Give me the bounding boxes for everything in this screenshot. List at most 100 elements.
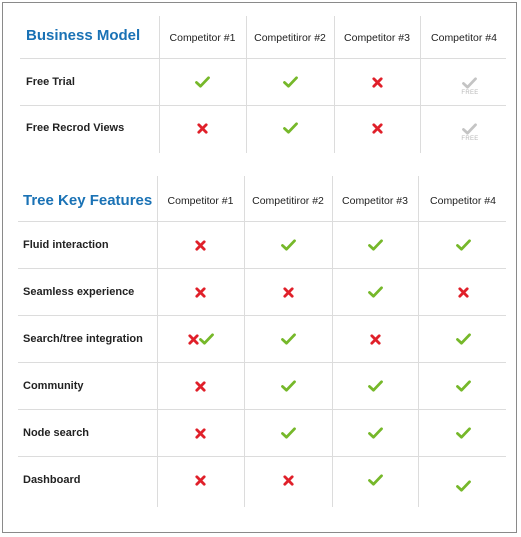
divider — [420, 16, 421, 153]
cell-search-tree-integration-competitor-2 — [244, 317, 332, 361]
cell-free-record-views-competitor-4: FREE — [420, 106, 520, 150]
check-icon — [367, 380, 383, 392]
check-icon — [455, 427, 471, 439]
divider — [246, 16, 247, 153]
cell-node-search-competitor-1 — [157, 411, 244, 455]
cell-node-search-competitor-3 — [332, 411, 418, 455]
divider — [18, 409, 506, 410]
column-header-competitor-4: Competitor #4 — [430, 195, 496, 207]
check-icon — [455, 333, 471, 345]
cell-community-competitor-1 — [157, 364, 244, 408]
cross-icon — [195, 474, 206, 486]
cross-icon — [195, 427, 206, 439]
section-title-tree-key-features: Tree Key Features — [23, 191, 153, 209]
cell-free-record-views-competitor-2 — [246, 106, 334, 150]
row-label-search-tree-integration: Search/tree integration — [23, 333, 143, 345]
divider — [159, 16, 160, 153]
check-icon — [367, 427, 383, 439]
column-header-competitor-3: Competitor #3 — [344, 32, 410, 44]
cross-icon — [282, 286, 294, 298]
cell-search-tree-integration-competitor-1 — [157, 317, 244, 361]
cross-icon — [197, 122, 208, 134]
column-header-competitor-4: Competitor #4 — [431, 32, 497, 44]
divider — [244, 176, 245, 507]
check-icon — [195, 76, 210, 88]
cross-icon — [195, 380, 206, 392]
check-icon — [367, 474, 383, 486]
divider — [18, 362, 506, 363]
row-label-dashboard: Dashboard — [23, 474, 81, 486]
free-check-icon: FREE — [461, 76, 479, 96]
row-label-node-search: Node search — [23, 427, 90, 439]
divider — [332, 176, 333, 507]
check-icon — [455, 380, 471, 392]
cell-fluid-interaction-competitor-4 — [418, 223, 508, 267]
check-icon — [367, 239, 383, 251]
check-icon — [455, 480, 471, 492]
cell-community-competitor-3 — [332, 364, 418, 408]
check-icon — [280, 427, 296, 439]
free-label: FREE — [461, 89, 479, 96]
section-title-business-model: Business Model — [26, 26, 141, 44]
cell-free-trial-competitor-3 — [334, 60, 420, 104]
cell-free-trial-competitor-1 — [159, 60, 246, 104]
cross-icon — [282, 474, 294, 486]
cross-icon — [369, 333, 381, 345]
cross-icon — [371, 122, 383, 134]
cell-seamless-experience-competitor-4 — [418, 270, 508, 314]
cell-fluid-interaction-competitor-2 — [244, 223, 332, 267]
cell-node-search-competitor-4 — [418, 411, 508, 455]
cell-free-record-views-competitor-3 — [334, 106, 420, 150]
cell-dashboard-competitor-4 — [418, 464, 508, 508]
divider — [20, 105, 506, 106]
cell-community-competitor-4 — [418, 364, 508, 408]
check-icon — [282, 122, 298, 134]
divider — [18, 456, 506, 457]
column-header-competitor-3: Competitor #3 — [342, 195, 408, 207]
check-icon — [198, 333, 214, 345]
cell-fluid-interaction-competitor-1 — [157, 223, 244, 267]
cross-icon — [187, 333, 199, 345]
divider — [18, 221, 506, 222]
cell-seamless-experience-competitor-3 — [332, 270, 418, 314]
cell-dashboard-competitor-1 — [157, 458, 244, 502]
divider — [20, 58, 506, 59]
divider — [18, 268, 506, 269]
cross-icon — [371, 76, 383, 88]
divider — [157, 176, 158, 507]
cell-community-competitor-2 — [244, 364, 332, 408]
business-model-table: Business Model Competitor #1 Competitiro… — [0, 0, 521, 160]
cell-dashboard-competitor-2 — [244, 458, 332, 502]
row-label-seamless-experience: Seamless experience — [23, 286, 135, 298]
check-icon — [367, 286, 383, 298]
cross-icon — [195, 239, 206, 251]
column-header-competitor-2: Competitiror #2 — [252, 195, 324, 207]
cell-seamless-experience-competitor-2 — [244, 270, 332, 314]
cell-search-tree-integration-competitor-3 — [332, 317, 418, 361]
check-icon — [280, 380, 296, 392]
cell-free-trial-competitor-2 — [246, 60, 334, 104]
divider — [418, 176, 419, 507]
cell-node-search-competitor-2 — [244, 411, 332, 455]
free-label: FREE — [461, 135, 479, 142]
check-icon — [455, 239, 471, 251]
column-header-competitor-1: Competitor #1 — [169, 32, 236, 44]
check-icon — [280, 333, 296, 345]
cross-icon — [195, 286, 206, 298]
column-header-competitor-2: Competitiror #2 — [254, 32, 326, 44]
cell-search-tree-integration-competitor-4 — [418, 317, 508, 361]
free-check-icon: FREE — [461, 122, 479, 142]
divider — [334, 16, 335, 153]
row-label-fluid-interaction: Fluid interaction — [23, 239, 109, 251]
check-icon — [282, 76, 298, 88]
divider — [18, 315, 506, 316]
cell-fluid-interaction-competitor-3 — [332, 223, 418, 267]
comparison-frame — [2, 2, 517, 533]
cross-icon — [457, 286, 469, 298]
column-header-competitor-1: Competitor #1 — [167, 195, 234, 207]
cell-free-trial-competitor-4: FREE — [420, 60, 520, 104]
cell-dashboard-competitor-3 — [332, 458, 418, 502]
row-label-community: Community — [23, 380, 84, 392]
cell-seamless-experience-competitor-1 — [157, 270, 244, 314]
